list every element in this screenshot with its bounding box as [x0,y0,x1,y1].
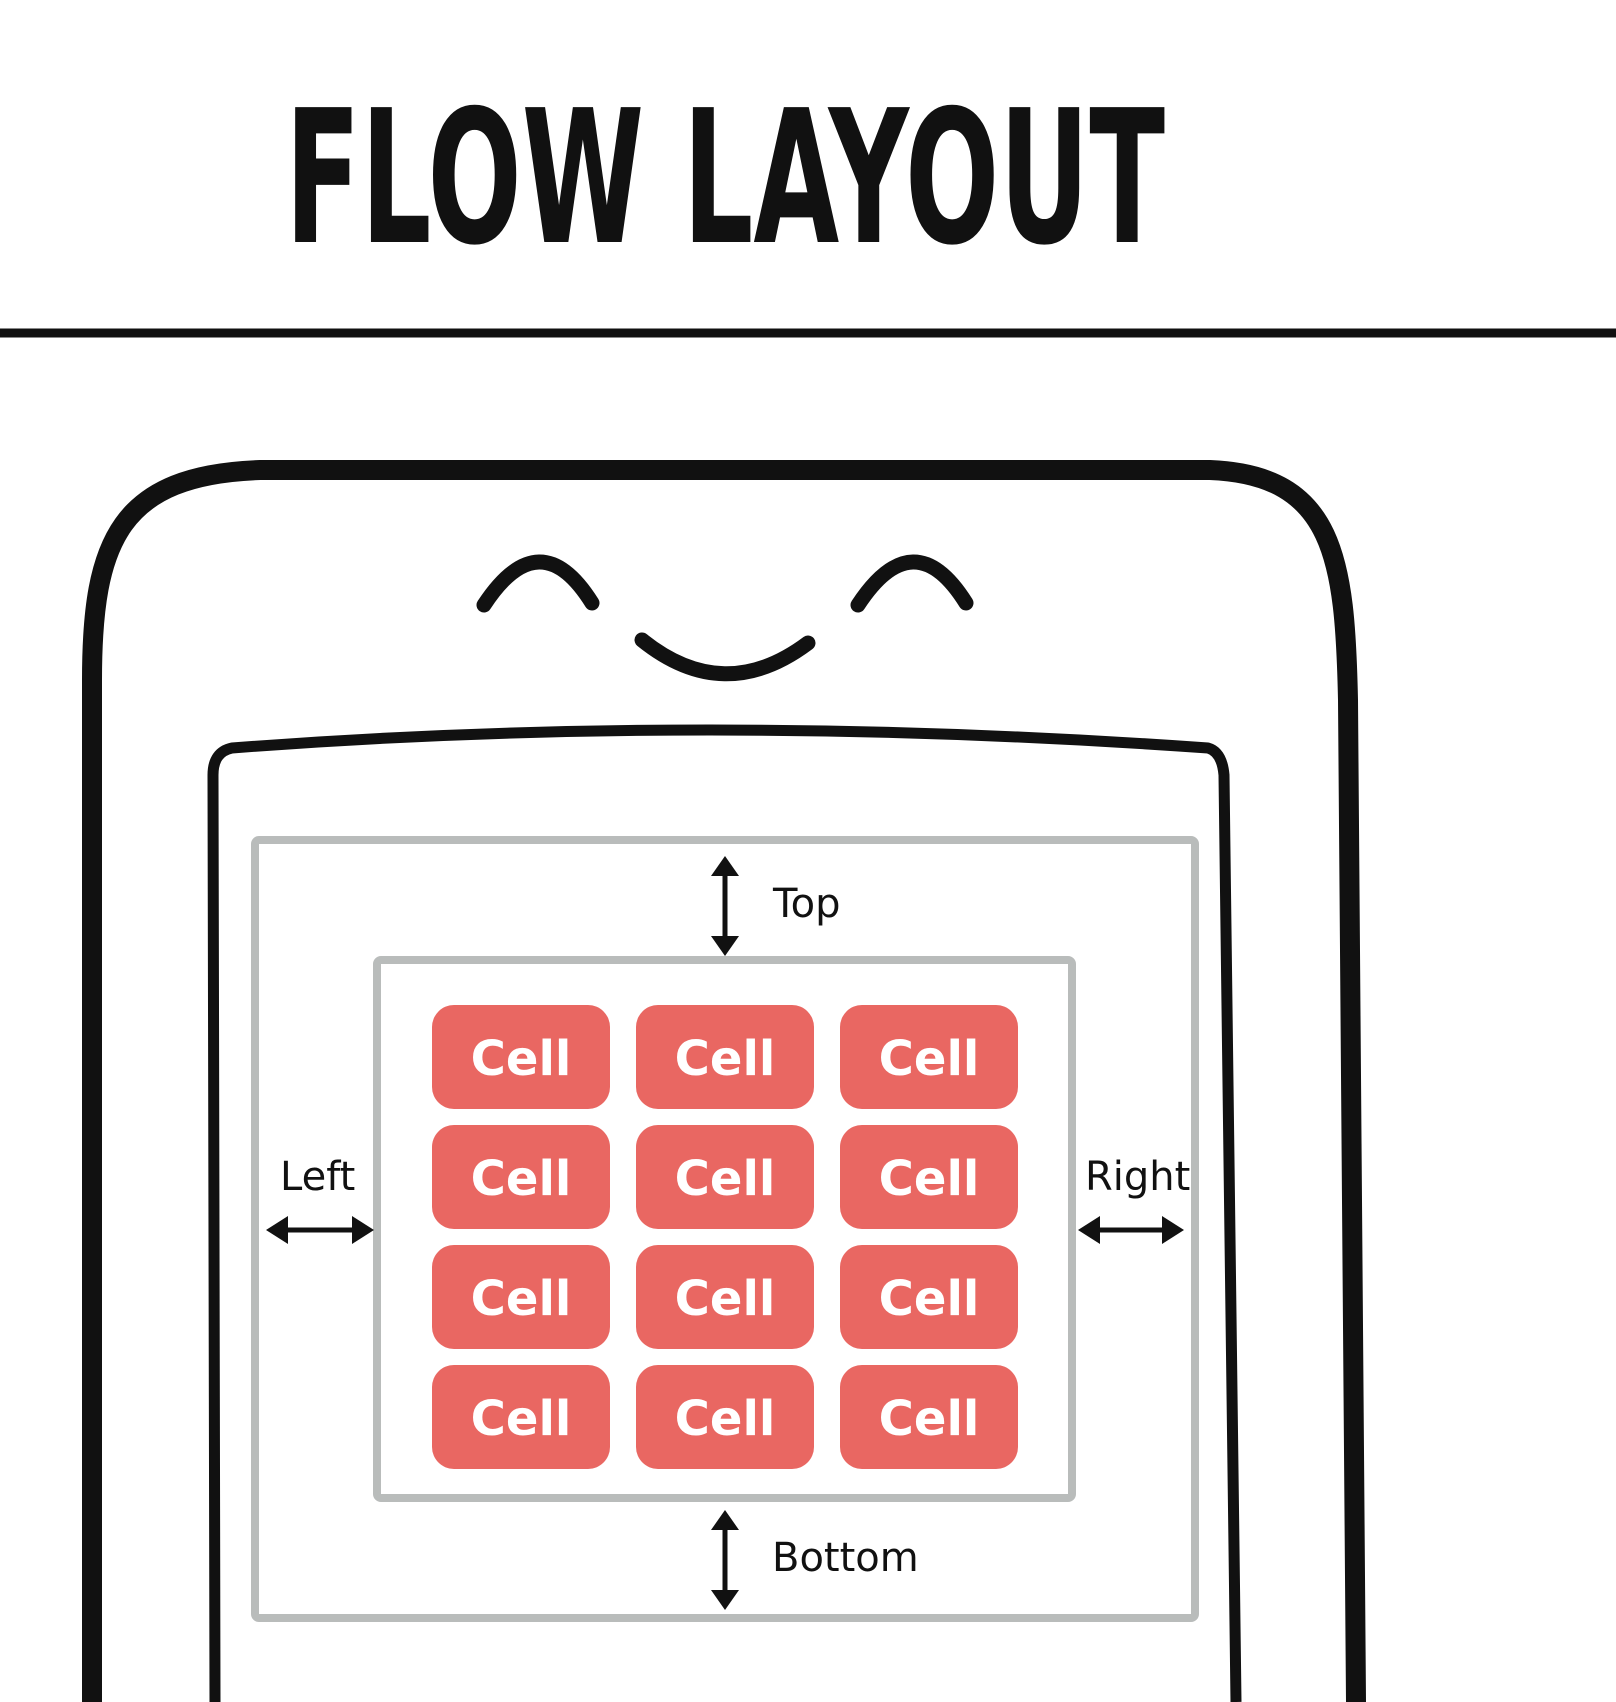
cell-label: Cell [675,1031,776,1087]
cell-background [840,1125,1018,1229]
cell-label: Cell [675,1151,776,1207]
cell: Cell [432,1245,610,1349]
cell-label: Cell [471,1031,572,1087]
cell-background [636,1365,814,1469]
left-eye-icon [476,554,600,613]
cell-label: Cell [471,1151,572,1207]
cell-background [432,1005,610,1109]
left-inset-label: Left [280,1154,355,1200]
arrow-head-down [711,1590,739,1610]
smile-mouth-icon [634,632,816,682]
cell: Cell [636,1245,814,1349]
right-eye-icon [850,554,974,613]
arrow-head-up [711,1510,739,1530]
cell-background [840,1245,1018,1349]
cell: Cell [840,1365,1018,1469]
cell: Cell [840,1245,1018,1349]
cell-label: Cell [471,1391,572,1447]
cell-background [636,1005,814,1109]
arrow-head-left [1078,1216,1100,1244]
cell: Cell [840,1125,1018,1229]
cell-label: Cell [879,1031,980,1087]
cell-label: Cell [879,1391,980,1447]
cell: Cell [636,1365,814,1469]
cell-label: Cell [879,1271,980,1327]
cell-background [840,1365,1018,1469]
cell-label: Cell [879,1151,980,1207]
title-group: FLOW LAYOUT [285,70,1165,286]
cell: Cell [432,1005,610,1109]
section-content-bounds [373,956,1076,1502]
right-inset-indicator: Right [1078,1154,1190,1244]
collection-view-bounds [251,836,1199,1622]
arrow-head-up [711,856,739,876]
cell-label: Cell [675,1391,776,1447]
arrow-head-down [711,936,739,956]
cell-background [636,1245,814,1349]
bottom-inset-label: Bottom [772,1535,919,1581]
cell-background [432,1125,610,1229]
left-inset-indicator: Left [266,1154,374,1244]
phone-screen [207,724,1242,1702]
arrow-head-right [1162,1216,1184,1244]
cell-label: Cell [471,1271,572,1327]
cell: Cell [840,1005,1018,1109]
cell: Cell [636,1125,814,1229]
cell-background [636,1125,814,1229]
cell: Cell [432,1365,610,1469]
cell-background [432,1245,610,1349]
bottom-inset-indicator: Bottom [711,1510,919,1610]
cell-background [432,1365,610,1469]
cell-background [840,1005,1018,1109]
cell: Cell [432,1125,610,1229]
phone-face [476,554,974,682]
arrow-head-left [266,1216,288,1244]
top-inset-label: Top [772,881,841,927]
cell: Cell [636,1005,814,1109]
right-inset-label: Right [1085,1154,1190,1200]
cell-grid: Cell Cell Cell Cell Cell Cell Cell [432,1005,1018,1469]
page-title: FLOW LAYOUT [285,70,1165,286]
arrow-head-right [352,1216,374,1244]
phone-body [82,460,1366,1702]
top-inset-indicator: Top [711,856,841,956]
cell-label: Cell [675,1271,776,1327]
